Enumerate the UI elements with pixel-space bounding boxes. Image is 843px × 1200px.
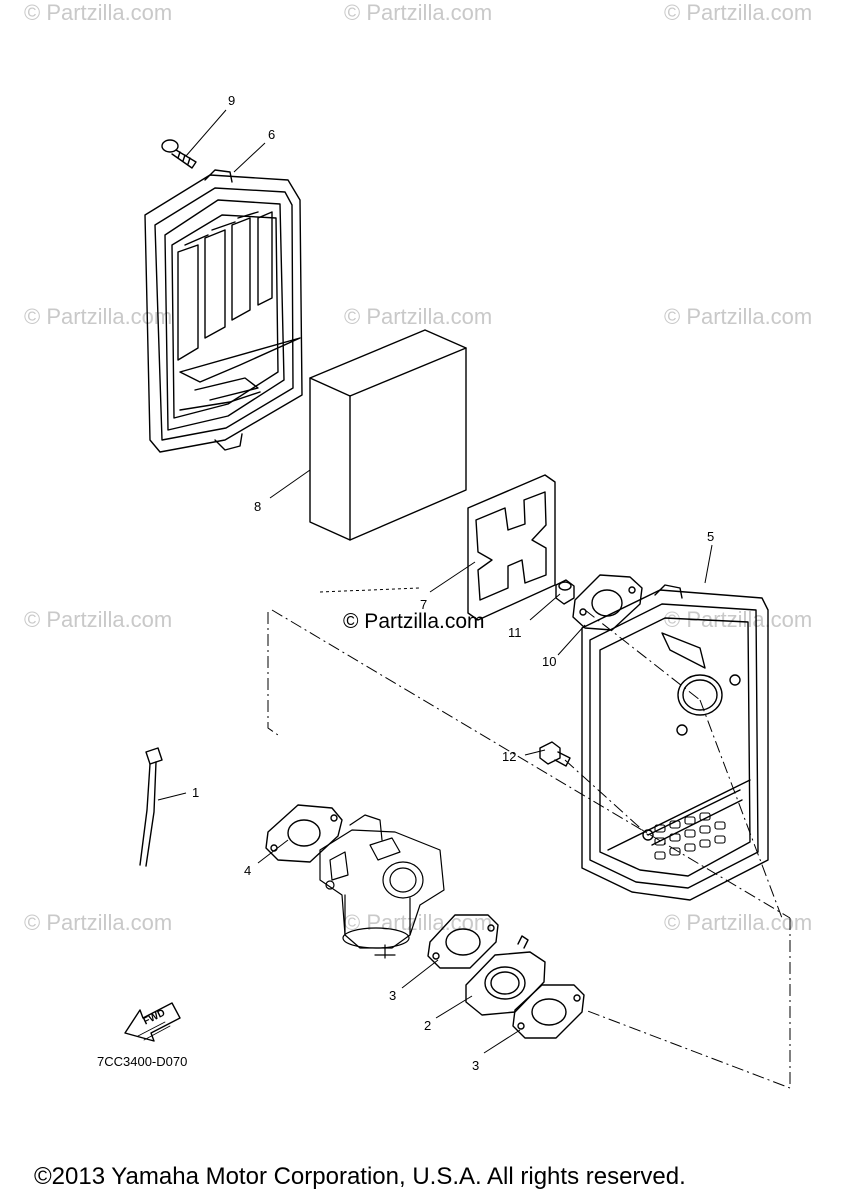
assembly-line bbox=[699, 699, 783, 919]
filter-element-part-8 bbox=[309, 329, 467, 541]
callout-1: 1 bbox=[192, 785, 200, 800]
leader-line-10 bbox=[557, 624, 586, 656]
callout-3-upper: 3 bbox=[389, 988, 397, 1003]
gasket-part-4 bbox=[265, 804, 343, 863]
callout-11: 11 bbox=[508, 625, 522, 640]
callout-12: 12 bbox=[502, 749, 517, 764]
callout-10: 10 bbox=[542, 654, 557, 669]
center-watermark: © Partzilla.com bbox=[343, 610, 485, 633]
partial-dotted-line bbox=[319, 587, 421, 593]
callout-6: 6 bbox=[268, 127, 276, 142]
callout-9: 9 bbox=[228, 93, 236, 108]
leader-line-4 bbox=[257, 839, 289, 864]
air-cleaner-case-part-6 bbox=[144, 169, 303, 453]
leader-line-7 bbox=[429, 561, 476, 593]
watermark: © Partzilla.com bbox=[344, 910, 493, 935]
callout-8: 8 bbox=[254, 499, 262, 514]
air-cleaner-body-part-5 bbox=[581, 584, 769, 901]
leader-line-5 bbox=[704, 544, 713, 584]
watermark: © Partzilla.com bbox=[344, 0, 493, 25]
assembly-line bbox=[584, 918, 791, 1089]
assembly-line bbox=[267, 612, 279, 736]
watermark: © Partzilla.com bbox=[664, 304, 813, 329]
callout-7: 7 bbox=[420, 597, 428, 612]
leader-line-9 bbox=[185, 109, 227, 157]
fwd-arrow-icon bbox=[124, 1002, 181, 1042]
insulator-part-2 bbox=[465, 935, 546, 1016]
gasket-part-7 bbox=[467, 474, 556, 621]
assembly-line bbox=[584, 609, 701, 701]
leader-line-1 bbox=[157, 792, 187, 801]
gasket-part-3-upper bbox=[427, 914, 499, 969]
callout-4: 4 bbox=[244, 863, 252, 878]
copyright-text: ©2013 Yamaha Motor Corporation, U.S.A. A… bbox=[34, 1163, 686, 1190]
leader-line-12 bbox=[524, 749, 546, 756]
watermark: © Partzilla.com bbox=[24, 0, 173, 25]
leader-line-11 bbox=[529, 593, 561, 621]
gasket-part-10 bbox=[572, 574, 643, 631]
watermark: © Partzilla.com bbox=[664, 0, 813, 25]
callout-2: 2 bbox=[424, 1018, 432, 1033]
nut-part-11 bbox=[555, 579, 575, 605]
screw-part-9 bbox=[161, 139, 197, 169]
callout-3-lower: 3 bbox=[472, 1058, 480, 1073]
watermark: © Partzilla.com bbox=[24, 607, 173, 632]
callout-5: 5 bbox=[707, 529, 715, 544]
bolt-part-12 bbox=[539, 741, 571, 767]
leader-line-2 bbox=[435, 995, 473, 1019]
diagram-code: 7CC3400-D070 bbox=[97, 1054, 188, 1069]
leader-line-6 bbox=[233, 142, 266, 173]
tie-band-part-1 bbox=[139, 747, 163, 867]
leader-line-8 bbox=[269, 469, 311, 499]
watermark: © Partzilla.com bbox=[344, 304, 493, 329]
assembly-line bbox=[271, 609, 791, 919]
watermark: © Partzilla.com bbox=[664, 910, 813, 935]
leader-line-3-upper bbox=[401, 959, 439, 989]
leader-line-3-lower bbox=[483, 1029, 521, 1054]
gasket-part-3-lower bbox=[512, 984, 585, 1039]
assembly-line bbox=[564, 759, 649, 836]
watermark: © Partzilla.com bbox=[24, 910, 173, 935]
carburetor bbox=[319, 814, 445, 959]
